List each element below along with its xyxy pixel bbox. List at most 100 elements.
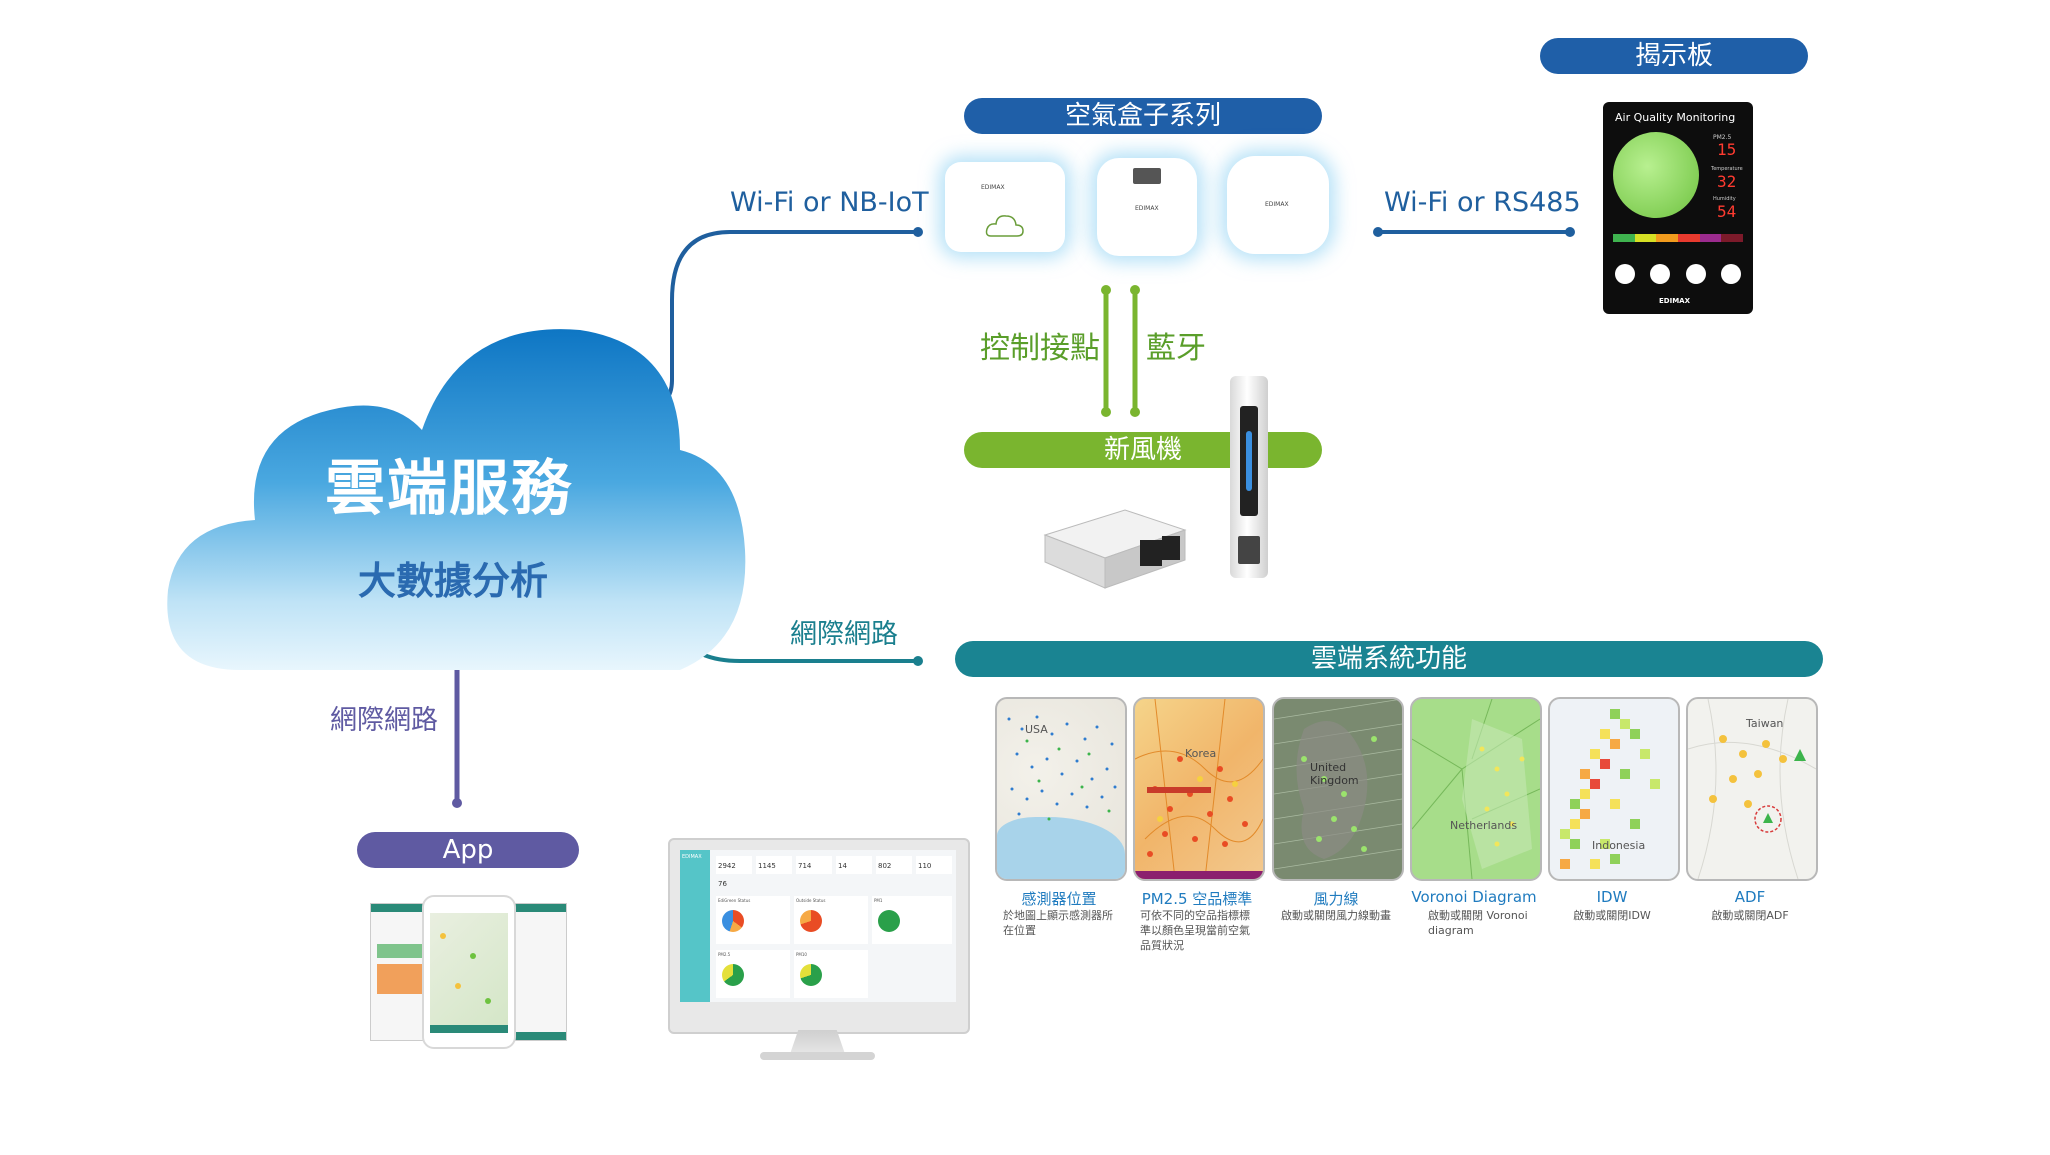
map-label: Taiwan [1746,717,1784,730]
panel-title: Outside Status [796,898,826,903]
function-title-voronoi: Voronoi Diagram [1411,888,1537,906]
line-endpoint [1130,285,1140,295]
display-title: Air Quality Monitoring [1615,111,1736,124]
airbox-device-1: EDIMAX [945,162,1065,252]
function-thumb-wind-lines[interactable]: United Kingdom [1272,697,1404,881]
stat-value: 14 [836,856,872,874]
stat-value: 802 [876,856,912,874]
fresh-air-tower-unit [1230,376,1268,578]
cloud-subtitle: 大數據分析 [358,559,549,603]
function-title-pm25-standard: PM2.5 空品標準 [1141,890,1253,908]
map-label: Indonesia [1592,839,1646,852]
display-aq-circle [1613,132,1699,218]
display-temp-label: Temperature [1711,166,1743,172]
pm25-markers [1135,699,1263,879]
monitor-stand-neck [790,1030,845,1054]
function-desc-idw: 啟動或關閉IDW [1573,909,1651,922]
adf-markers [1688,699,1816,879]
link-label-wifi-rs485: Wi-Fi or RS485 [1384,187,1581,218]
wind-streaks [1274,699,1402,870]
voronoi-cells [1412,699,1540,879]
function-desc-voronoi: 啟動或關閉 Voronoi diagram [1428,909,1528,937]
tower-base [1238,536,1260,564]
stat-value: 2942 [716,856,752,874]
line-endpoint [1373,227,1383,237]
tower-light [1246,431,1252,491]
line-endpoint [1101,285,1111,295]
display-pm25-value: 15 [1717,140,1737,159]
pill-app: App [357,832,579,868]
fresh-air-box-unit [1043,509,1187,589]
line-endpoint [1101,407,1111,417]
function-thumb-idw[interactable]: Indonesia [1548,697,1680,881]
display-pm25-label: PM2.5 [1713,134,1732,141]
function-desc-sensor-location: 於地圖上顯示感測器所在位置 [1003,909,1113,937]
line-endpoint [913,656,923,666]
panel-title: EdiGreen Status [718,898,751,903]
display-hum-label: Humidity [1713,196,1736,202]
map-label: Netherlands [1450,819,1518,832]
link-label-bluetooth: 藍牙 [1146,331,1206,366]
dashboard-monitor: EDIMAX 2942 1145 714 14 802 110 76 EdiGr… [668,838,970,1034]
dashboard-stats: 2942 1145 714 14 802 110 [716,856,952,874]
device-brand: EDIMAX [1265,201,1289,208]
app-phones [370,895,567,1049]
airbox-device-3: EDIMAX [1227,156,1329,254]
panel-pm10: PM10 [794,950,868,998]
display-icons-row [1615,264,1741,286]
device-brand: EDIMAX [1135,205,1159,212]
pie-chart-icon [722,964,744,986]
cloud-shape [167,329,746,670]
function-desc-pm25-standard: 可依不同的空品指標標準以顏色呈現當前空氣品質狀況 [1140,909,1250,952]
panel-title: PM2.5 [718,952,731,957]
no-exercise-icon [1685,264,1706,284]
mask-icon [1615,264,1635,284]
monitor-stand-base [760,1052,875,1060]
function-thumb-voronoi[interactable]: Netherlands [1410,697,1542,881]
map-label: Korea [1185,747,1217,760]
link-label-control-contact: 控制接點 [980,331,1100,366]
function-title-adf: ADF [1734,888,1766,906]
cloud-logo-icon [985,215,1024,237]
stat-value: 110 [916,856,952,874]
pill-display-board: 揭示板 [1540,38,1808,74]
stat-value: 714 [796,856,832,874]
cloud-title: 雲端服務 [325,454,573,524]
device-brand: EDIMAX [981,184,1005,191]
sensor-dots [1007,715,1117,821]
dashboard-sidebar: EDIMAX [680,850,710,1002]
display-temp-value: 32 [1717,172,1737,191]
pie-chart-icon [800,964,822,986]
pill-fresh-air: 新風機 [964,432,1322,468]
function-thumb-pm25-standard[interactable]: Korea [1133,697,1265,881]
line-endpoint [452,798,462,808]
link-label-internet-functions: 網際網路 [790,619,898,650]
function-title-wind-lines: 風力線 [1313,890,1359,908]
pie-chart-icon [878,910,900,932]
donut-chart-icon [722,910,744,932]
donut-chart-icon [800,910,822,932]
function-title-sensor-location: 感測器位置 [1021,890,1097,908]
airbox-device-2: EDIMAX [1097,158,1197,256]
function-desc-wind-lines: 啟動或關閉風力線動畫 [1281,909,1391,922]
display-board: Air Quality Monitoring PM2.5 15 Temperat… [1603,102,1753,314]
map-label: United Kingdom [1310,761,1359,787]
function-thumb-sensor-location[interactable]: USA [995,697,1127,881]
panel-outside: Outside Status [794,896,868,944]
display-aqi-scale [1613,234,1744,242]
stat-sub-value: 76 [718,880,727,888]
pill-cloud-functions: 雲端系統功能 [955,641,1823,677]
function-desc-adf: 啟動或關閉ADF [1711,909,1789,922]
panel-edigreen: EdiGreen Status [716,896,790,944]
map-label: USA [1025,723,1048,736]
panel-title: PM10 [796,952,807,957]
home-icon [1720,264,1741,284]
panel-pm25: PM2.5 [716,950,790,998]
line-endpoint [913,227,923,237]
panel-pm1: PM1 [872,896,952,944]
line-endpoint [1130,407,1140,417]
function-thumb-adf[interactable]: Taiwan [1686,697,1818,881]
phone-center [422,895,516,1049]
dashboard-screen: EDIMAX 2942 1145 714 14 802 110 76 EdiGr… [680,850,956,1002]
pill-air-box-series: 空氣盒子系列 [964,98,1322,134]
